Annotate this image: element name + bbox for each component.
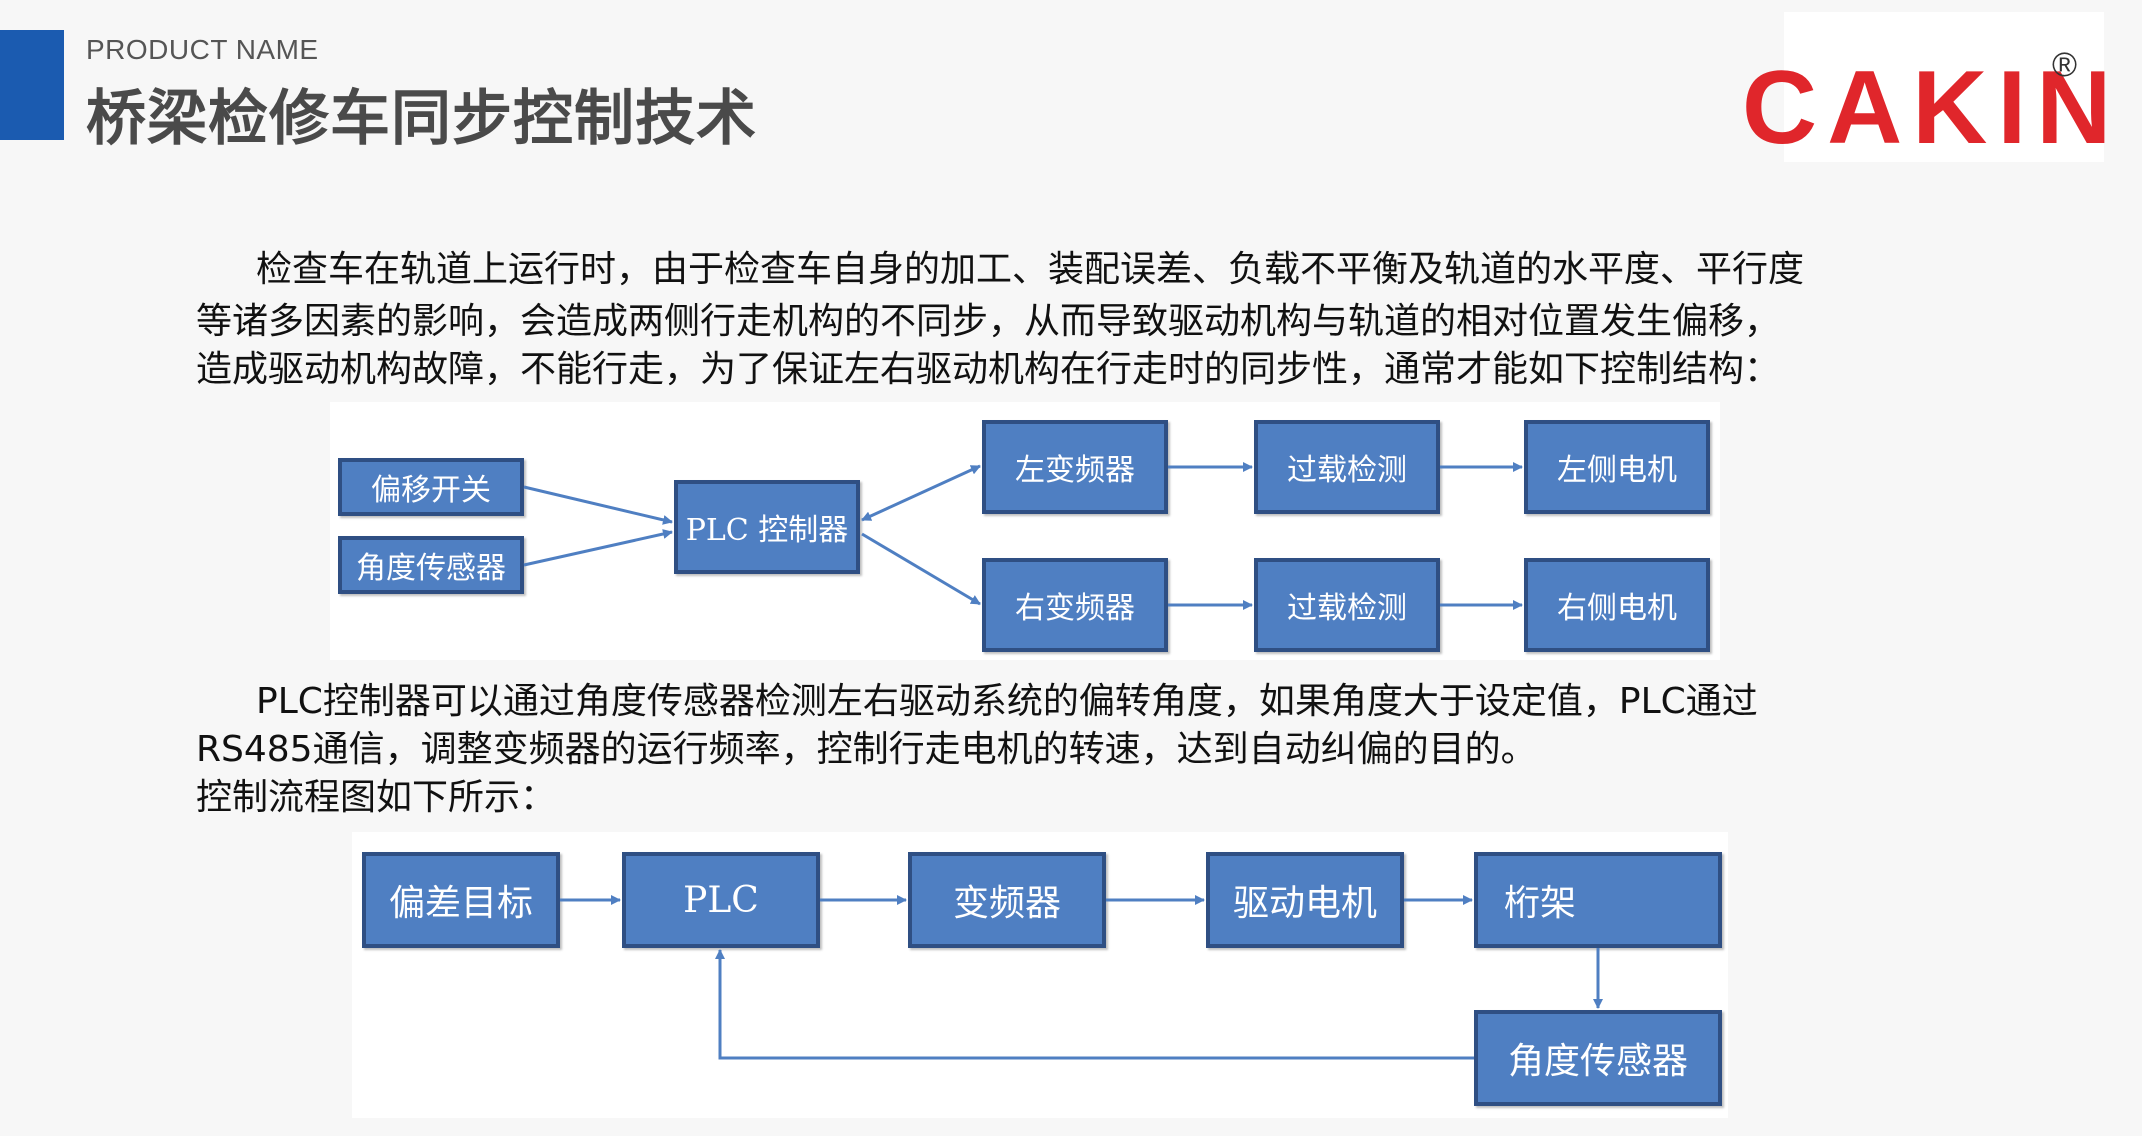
truss-box: 桁架 xyxy=(1474,852,1722,948)
overload-check-left-box: 过载检测 xyxy=(1254,420,1440,514)
intro-line-1: 检查车在轨道上运行时，由于检查车自身的加工、装配误差、负载不平衡及轨道的水平度、… xyxy=(256,249,1805,290)
overload-check-right-box: 过载检测 xyxy=(1254,558,1440,652)
plc-controller-box: PLC 控制器 xyxy=(674,480,860,574)
drive-motor-box: 驱动电机 xyxy=(1206,852,1404,948)
left-motor-box: 左侧电机 xyxy=(1524,420,1710,514)
explain-line-2: RS485通信，调整变频器的运行频率，控制行走电机的转速，达到自动纠偏的目的。 xyxy=(196,729,1537,770)
registered-mark: ® xyxy=(2052,46,2078,84)
right-inverter-box: 右变频器 xyxy=(982,558,1168,652)
right-motor-box: 右侧电机 xyxy=(1524,558,1710,652)
deviation-target-box: 偏差目标 xyxy=(362,852,560,948)
angle-sensor-feedback-box: 角度传感器 xyxy=(1474,1010,1722,1106)
header-accent-bar xyxy=(0,30,64,140)
page-title: 桥梁检修车同步控制技术 xyxy=(86,84,757,154)
explain-line-1: PLC控制器可以通过角度传感器检测左右驱动系统的偏转角度，如果角度大于设定值，P… xyxy=(256,681,1758,722)
product-name-label: PRODUCT NAME xyxy=(86,34,319,65)
inverter-box: 变频器 xyxy=(908,852,1106,948)
explain-line-3: 控制流程图如下所示： xyxy=(196,777,557,818)
brand-logo: CAKIN xyxy=(1742,50,2122,166)
intro-line-2: 等诸多因素的影响，会造成两侧行走机构的不同步，从而导致驱动机构与轨道的相对位置发… xyxy=(196,301,1781,342)
left-inverter-box: 左变频器 xyxy=(982,420,1168,514)
offset-switch-box: 偏移开关 xyxy=(338,458,524,516)
angle-sensor-box: 角度传感器 xyxy=(338,536,524,594)
logo-background xyxy=(1784,12,2104,162)
intro-line-3: 造成驱动机构故障，不能行走，为了保证左右驱动机构在行走时的同步性，通常才能如下控… xyxy=(196,349,1781,390)
plc-box: PLC xyxy=(622,852,820,948)
